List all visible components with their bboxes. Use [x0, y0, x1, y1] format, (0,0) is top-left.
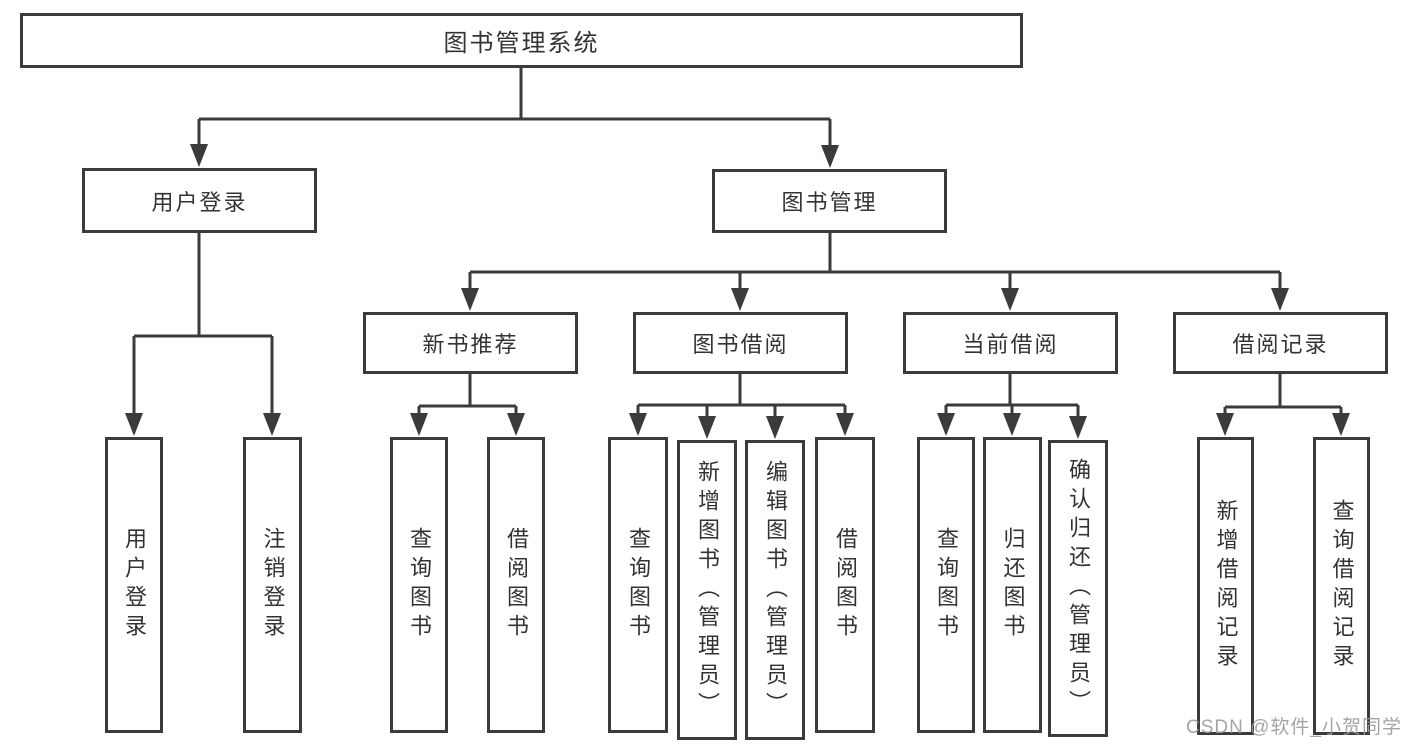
node-leaf-logout: 注销登录: [243, 437, 302, 733]
node-book-borrow: 图书借阅: [633, 312, 848, 374]
arrowheads: [125, 144, 1350, 439]
node-borrow-add-books-admin: 新增图书（管理员）: [677, 440, 737, 740]
node-new-book-recommend: 新书推荐: [363, 312, 578, 374]
node-current-confirm-return-admin: 确认归还（管理员）: [1048, 440, 1108, 737]
csdn-watermark: CSDN @软件_小贺同学: [1186, 717, 1402, 738]
node-leaf-user-login: 用户登录: [105, 437, 163, 733]
node-current-borrow: 当前借阅: [903, 312, 1118, 374]
node-current-query-books: 查询图书: [917, 437, 975, 733]
node-borrow-edit-books-admin: 编辑图书（管理员）: [745, 440, 805, 740]
node-root-system: 图书管理系统: [20, 13, 1023, 68]
node-borrow-borrow-books: 借阅图书: [815, 437, 875, 733]
node-record-add-record: 新增借阅记录: [1197, 437, 1254, 735]
node-newbook-query-books: 查询图书: [390, 437, 448, 733]
node-user-login: 用户登录: [82, 168, 317, 233]
node-newbook-borrow-books: 借阅图书: [487, 437, 545, 733]
node-current-return-books: 归还图书: [983, 437, 1042, 733]
node-borrow-query-books: 查询图书: [608, 437, 668, 733]
node-borrow-records: 借阅记录: [1173, 312, 1388, 374]
node-book-management: 图书管理: [712, 169, 947, 233]
node-record-query-record: 查询借阅记录: [1313, 437, 1370, 735]
